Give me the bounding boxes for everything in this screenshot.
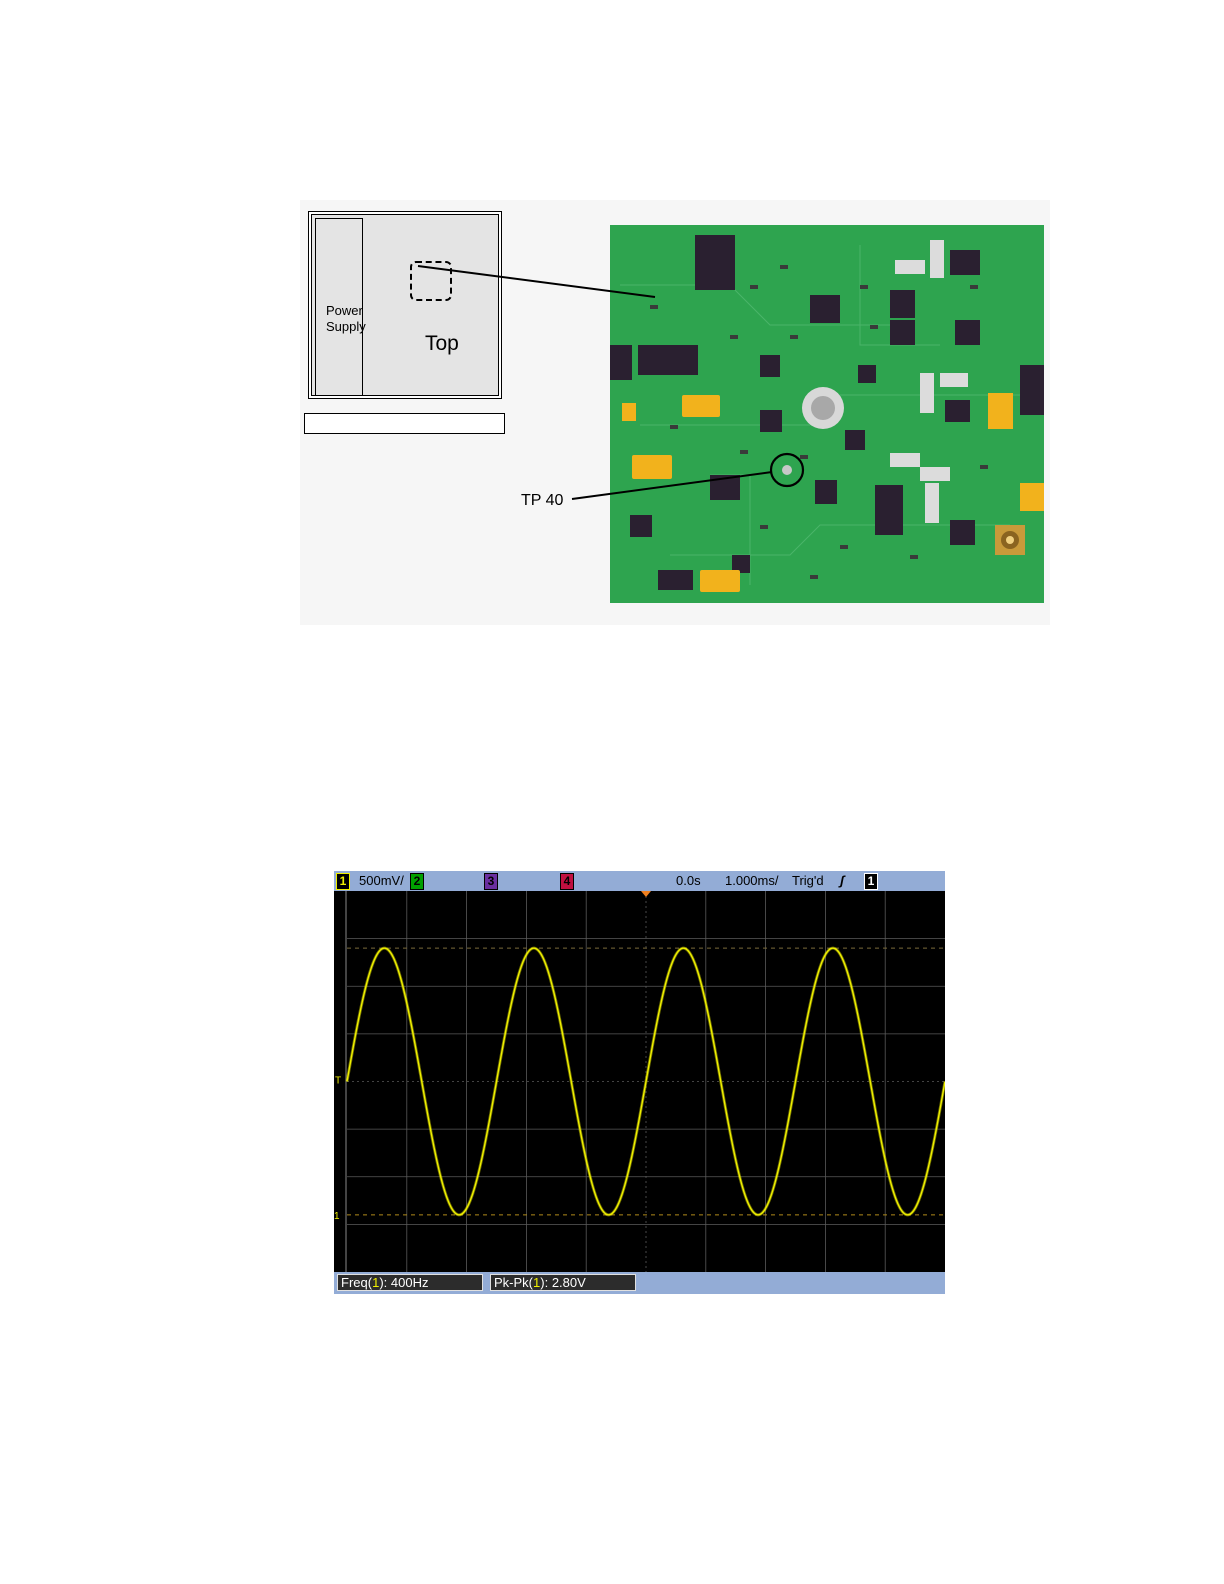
measurement-channel: 1 <box>372 1275 379 1290</box>
rising-edge-icon: ʃ <box>840 873 844 889</box>
measurement-value: 2.80V <box>552 1275 586 1290</box>
channel-4-badge: 4 <box>560 873 574 890</box>
time-scale: 1.000ms/ <box>725 873 778 889</box>
channel-1-badge: 1 <box>336 873 350 890</box>
trigger-level-marker: T <box>335 1076 341 1087</box>
measurement-channel: 1 <box>533 1275 540 1290</box>
measurement-peak-to-peak: Pk-Pk(1): 2.80V <box>490 1274 636 1291</box>
channel-2-badge: 2 <box>410 873 424 890</box>
trigger-source-badge: 1 <box>864 873 878 890</box>
measurement-name: Freq <box>341 1275 368 1290</box>
trigger-position-marker <box>641 891 651 897</box>
tp40-label: TP 40 <box>521 492 563 510</box>
oscilloscope-screen: 1 500mV/ 2 3 4 0.0s 1.000ms/ Trig'd ʃ 1 … <box>334 871 945 1294</box>
time-position: 0.0s <box>676 873 701 889</box>
trigger-status: Trig'd <box>792 873 824 889</box>
region-leader-line <box>418 266 655 297</box>
measurement-frequency: Freq(1): 400Hz <box>337 1274 483 1291</box>
leader-lines <box>300 200 1050 625</box>
channel-1-scale: 500mV/ <box>359 873 404 889</box>
measurement-bar: Freq(1): 400Hz Pk-Pk(1): 2.80V <box>334 1272 945 1294</box>
location-figure: Power Supply Top <box>300 200 1050 625</box>
measurement-value: 400Hz <box>391 1275 429 1290</box>
channel-3-badge: 3 <box>484 873 498 890</box>
channel-1-ground-marker: 1 <box>334 1211 340 1222</box>
scope-status-bar: 1 500mV/ 2 3 4 0.0s 1.000ms/ Trig'd ʃ 1 <box>334 871 945 891</box>
measurement-name: Pk-Pk <box>494 1275 529 1290</box>
tp40-leader-line <box>572 472 772 499</box>
channel-1-trace <box>347 948 945 1215</box>
waveform-plot: T1 <box>334 891 945 1272</box>
